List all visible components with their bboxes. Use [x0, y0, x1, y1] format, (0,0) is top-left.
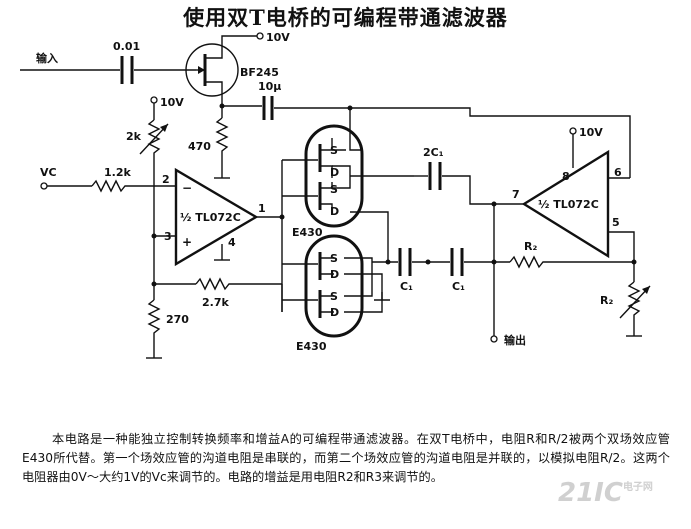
vcc-top-label: 10V [266, 31, 290, 44]
op1-minus: − [182, 181, 192, 195]
e430-top-label: E430 [292, 226, 323, 239]
cap-c1-right-label: C₁ [452, 280, 465, 293]
page-title: 使用双T电桥的可编程带通滤波器 [183, 5, 508, 30]
resistor-270 [147, 299, 161, 350]
output-label: 输出 [504, 333, 526, 347]
cap-10u-label: 10μ [258, 80, 281, 93]
opamp-1 [174, 167, 259, 267]
dual-fet-e430-top [304, 124, 364, 228]
resistor-r2 [509, 255, 634, 269]
vc-terminal [40, 182, 48, 190]
watermark-sub: 电子网 [622, 482, 653, 493]
cap-c1-left-label: C₁ [400, 280, 413, 293]
e430-bottom-s2: S [330, 290, 338, 303]
capacitor-c1-left [398, 248, 412, 276]
fet-label: BF245 [240, 66, 279, 79]
vcc-op2-label: 10V [579, 126, 603, 139]
vcc-pot-label: 10V [160, 96, 184, 109]
resistor-1-2k [91, 179, 176, 193]
op2-pin-7: 7 [512, 188, 520, 201]
op2-pin-5: 5 [612, 216, 620, 229]
pot-r2-label: R₂ [600, 294, 613, 307]
e430-bottom-d2: D [330, 306, 339, 319]
vcc-pot-terminal [150, 96, 158, 104]
op2-pin-8: 8 [562, 170, 570, 183]
e430-top-s2: S [330, 183, 338, 196]
op1-plus: + [182, 235, 192, 249]
capacitor-2c1 [428, 162, 442, 190]
vcc-op2-terminal [569, 127, 577, 135]
output-terminal [490, 335, 498, 343]
description-text: 本电路是一种能独立控制转换频率和增益A的可编程带通滤波器。在双T电桥中，电阻R和… [22, 432, 670, 484]
cap-2c1-label: 2C₁ [423, 146, 444, 159]
potentiometer-2k [139, 119, 169, 160]
e430-top-s1: S [330, 144, 338, 157]
watermark-main: 21IC [558, 478, 623, 508]
capacitor-0-01 [120, 56, 134, 84]
r-2-7k-label: 2.7k [202, 296, 229, 309]
cap-0-01-label: 0.01 [113, 40, 140, 53]
r-1-2k-label: 1.2k [104, 166, 131, 179]
resistor-2-7k [195, 277, 282, 291]
dual-fet-e430-bottom [304, 234, 364, 338]
op2-pin-6: 6 [614, 166, 622, 179]
r2-label: R₂ [524, 240, 537, 253]
capacitor-10u [262, 96, 274, 120]
r-470-label: 470 [188, 140, 211, 153]
jfet-bf245 [185, 35, 258, 106]
opamp2-label: ½ TL072C [538, 198, 599, 211]
opamp-2 [521, 149, 610, 259]
pot-2k-label: 2k [126, 130, 142, 143]
e430-top-d2: D [330, 205, 339, 218]
e430-bottom-d1: D [330, 268, 339, 281]
circuit-schematic: 输入 0.01 10V BF245 10μ 470 10V 2k [20, 31, 651, 359]
description: 本电路是一种能独立控制转换频率和增益A的可编程带通滤波器。在双T电桥中，电阻R和… [22, 430, 670, 487]
e430-bottom-label: E430 [296, 340, 327, 353]
e430-bottom-s1: S [330, 252, 338, 265]
input-label: 输入 [36, 51, 58, 65]
op1-pin-1: 1 [258, 202, 266, 215]
potentiometer-r2 [619, 281, 651, 324]
op1-pin-4: 4 [228, 236, 236, 249]
r-270-label: 270 [166, 313, 189, 326]
opamp1-label: ½ TL072C [180, 211, 241, 224]
vcc-top-terminal [256, 32, 264, 40]
watermark-logo: 21IC电子网 [558, 478, 653, 508]
op1-pin-2: 2 [162, 173, 170, 186]
vc-label: VC [40, 166, 57, 179]
capacitor-c1-right [450, 248, 464, 276]
resistor-470 [215, 117, 229, 168]
e430-top-d1: D [330, 166, 339, 179]
